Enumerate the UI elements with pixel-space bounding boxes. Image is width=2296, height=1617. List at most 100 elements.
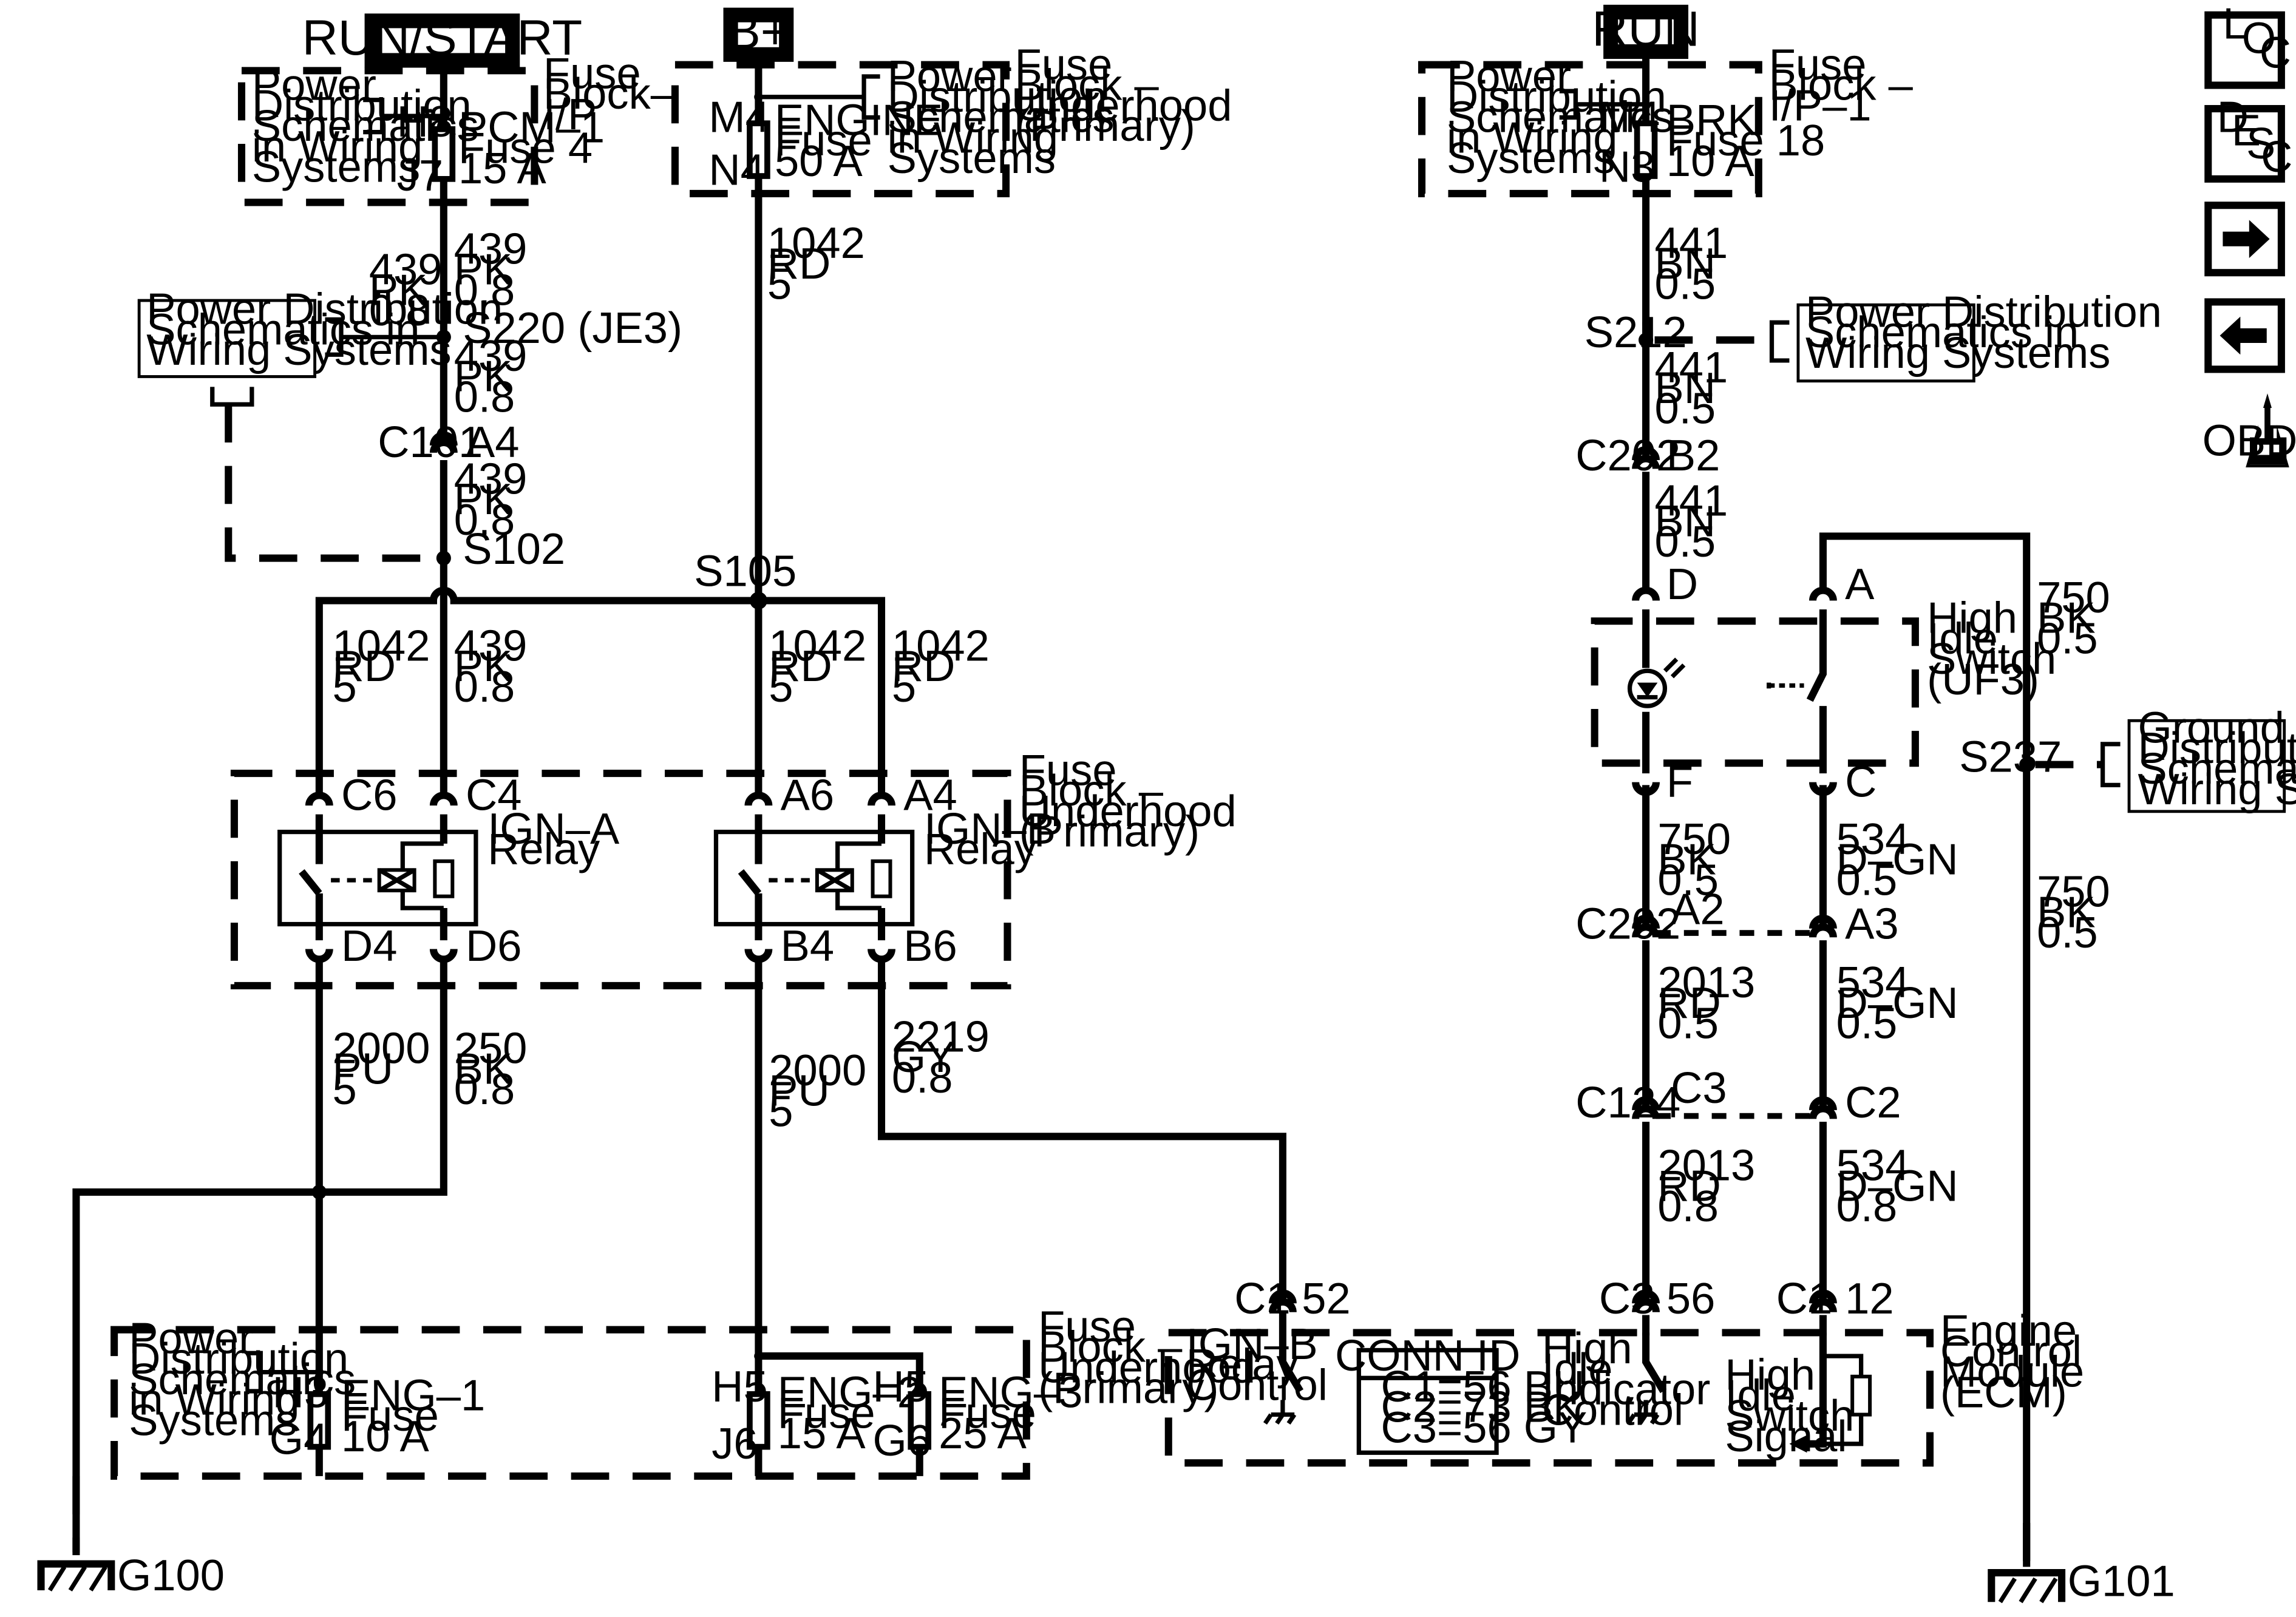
wire-441-b: 441BN0.5 [1655, 344, 1728, 433]
fuse-block-ip: Fuse Block– I/P Power Distribution Schem… [237, 49, 687, 206]
arrow-left-icon [2220, 316, 2267, 355]
connector-c202-lower: C202 [1575, 900, 1680, 949]
pin-h5-eng2: H5 [712, 1363, 767, 1411]
wire-441-a: 441BN0.5 [1655, 219, 1728, 309]
svg-text:S: S [2246, 120, 2275, 168]
splice-s237: S237 [1959, 733, 2062, 782]
connector-pin-12: 12 [1845, 1275, 1894, 1323]
svg-text:S237: S237 [1959, 733, 2062, 782]
svg-text:O: O [2242, 14, 2276, 63]
wire-439-c: 439PK0.8 [454, 332, 528, 422]
pin-m4-brk: M4 [1599, 93, 1660, 142]
connector-ecm-c3: C3 [1599, 1275, 1655, 1323]
wire-2000-d4: 2000PU5 [333, 1025, 430, 1114]
wire-2219: 2219GY0.8 [892, 1012, 990, 1102]
fuse-block-ip1-label: Fuse Block – I/P–1 [1769, 41, 1925, 131]
power-distribution-ref-left: Power Distribution Schematics in Wiring … [137, 285, 503, 562]
source-run-start: RUN/START [302, 10, 583, 68]
nav-rail: L O C D E S C II OBD II [2203, 0, 2296, 468]
svg-text:Ground Distribution: Ground Distribution Schematics in Wiring… [2138, 703, 2296, 813]
connector-c202: C202 [1575, 432, 1680, 480]
relay-fuse-block: Fuse Block – Underhood (Primary) C6 C4 A… [230, 746, 1249, 989]
run-label: RUN [1592, 1, 1700, 56]
connector-ecm-c1-b: C1 [1776, 1275, 1832, 1323]
wire-439-b: 439PK0.8 [369, 246, 443, 336]
wire-2013-b: 2013RD0.8 [1657, 1142, 1755, 1232]
previous-page-button[interactable] [2204, 298, 2285, 373]
wire-750-b: 750BK0.5 [2037, 868, 2110, 958]
connector-a2: A2 [1671, 886, 1725, 934]
ground-g101: G101 [1988, 1523, 2175, 1606]
arrow-right-icon [2223, 220, 2270, 259]
splice-s102: S102 [436, 525, 565, 574]
fuse-block-ip-label: Fuse Block– I/P [543, 49, 687, 139]
connector-a3: A3 [1845, 900, 1898, 949]
ign-b-relay: IGN–BRelay [713, 805, 1056, 941]
ign-a-relay-label: IGN–ARelay [487, 805, 620, 874]
wire-439-c4: 439PK0.8 [454, 622, 528, 711]
wire-1042-a4: 1042RD5 [892, 622, 990, 711]
fuse-eng3: ENG–3Fuse25 A [939, 1369, 1082, 1459]
wire-runs [72, 53, 2031, 1567]
location-button[interactable]: L O C [2204, 0, 2291, 89]
ign-a-relay: IGN–ARelay [277, 805, 620, 941]
pin-g6: G6 [873, 1417, 932, 1465]
svg-text:Power Distribution Schem: Power Distribution Schematics in Wiring … [1805, 288, 2174, 378]
relay-pin-b6: B6 [903, 922, 957, 971]
relay-pin-a4: A4 [903, 771, 957, 819]
ground-distribution-ref: Ground Distribution Schematics in Wiring… [2035, 703, 2296, 814]
svg-text:S102: S102 [463, 525, 565, 574]
obd-ii-label: OBD II [2203, 417, 2296, 466]
wire-534-b: 534D–GN0.5 [1836, 958, 1958, 1048]
wire-2000-b4: 2000PU5 [769, 1046, 866, 1136]
power-distribution-ref: Power Distribution Schematics in Wiring … [252, 61, 491, 192]
fuse-block-underhood-label: Fuse Block – Underhood (Primary) [1015, 41, 1245, 151]
ecm-indicator-control: High Idle Indicator Control [1542, 1324, 1723, 1434]
pin-h5-eng3: H5 [873, 1363, 929, 1411]
wire-1042-a6: 1042RD5 [769, 622, 866, 711]
ground-g101-label: G101 [2068, 1558, 2175, 1606]
svg-text:E: E [2232, 106, 2261, 155]
run-start-label: RUN/START [302, 10, 583, 66]
svg-text:C: C [2261, 133, 2292, 181]
power-distribution-ref: Power Distribution Schematics in Wiring … [1447, 52, 1686, 183]
fuse-brk: BRK Fuse 18 10 A [1666, 96, 1838, 186]
ecm-label: Engine Control Module (ECM) [1940, 1307, 2096, 1417]
relay-block-label: Fuse Block – Underhood (Primary) [1019, 746, 1249, 856]
power-distribution-ref: Power Distribution Schematics in Wiring … [129, 1314, 368, 1445]
fuse-pcm1: PCM–1 Fuse 4 15 A [458, 104, 617, 194]
connector-a: A [1845, 560, 1875, 609]
svg-text:S212: S212 [1584, 308, 1687, 357]
conn-id-title: CONN ID [1335, 1332, 1520, 1380]
svg-text:S220 (JE3): S220 (JE3) [463, 304, 682, 353]
bottom-fuse-block: Fuse Block – Underhood (Primary) Power D… [110, 1303, 1268, 1480]
power-distribution-ref: Power Distribution Schematics in Wiring … [888, 52, 1127, 183]
relay-pin-d6: D6 [466, 922, 521, 971]
engine-control-module: Engine Control Module (ECM) IGN–B Relay … [1164, 1307, 2096, 1467]
source-run: RUN [1592, 1, 1700, 59]
b-plus-label: B+ [727, 4, 790, 59]
description-button[interactable]: D E S C [2204, 93, 2292, 183]
svg-text:D: D [2217, 93, 2249, 142]
bottom-fuse-block-label: Fuse Block – Underhood (Primary) [1038, 1303, 1268, 1412]
next-page-button[interactable] [2204, 202, 2285, 277]
svg-text:C: C [2260, 29, 2291, 78]
obd-ii-badge[interactable]: II OBD II [2203, 393, 2296, 468]
ground-g100-label: G100 [117, 1551, 225, 1600]
fuse-block-ip1: Fuse Block – I/P–1 Power Distribution Sc… [1418, 41, 1925, 197]
fuse-eng1: ENG–1Fuse10 A [341, 1371, 485, 1461]
fuse-eng2: ENG–2Fuse15 A [778, 1369, 922, 1459]
wire-750-a: 750BK0.5 [2037, 574, 2110, 663]
connector-c101: C101 [378, 418, 483, 467]
connector-c124-c3: C3 [1671, 1064, 1727, 1113]
pin-g4: G4 [270, 1415, 328, 1464]
obd-ii-mark: II [2255, 399, 2280, 448]
relay-pin-a6: A6 [781, 771, 835, 819]
fuse-block-underhood-top: Fuse Block – Underhood (Primary) Power D… [671, 41, 1245, 197]
wire-labels: 439PK0.8 439PK0.8 439PK0.8 439PK0.8 1042… [333, 219, 2110, 1231]
high-idle-switch-label: High Idle Switch (UF3) [1927, 594, 2068, 704]
relay-pin-d4: D4 [341, 922, 397, 971]
connector-d: D [1666, 560, 1698, 609]
wire-534-c: 534D–GN0.8 [1836, 1142, 1958, 1232]
connector-c101-a4: A4 [466, 418, 520, 467]
